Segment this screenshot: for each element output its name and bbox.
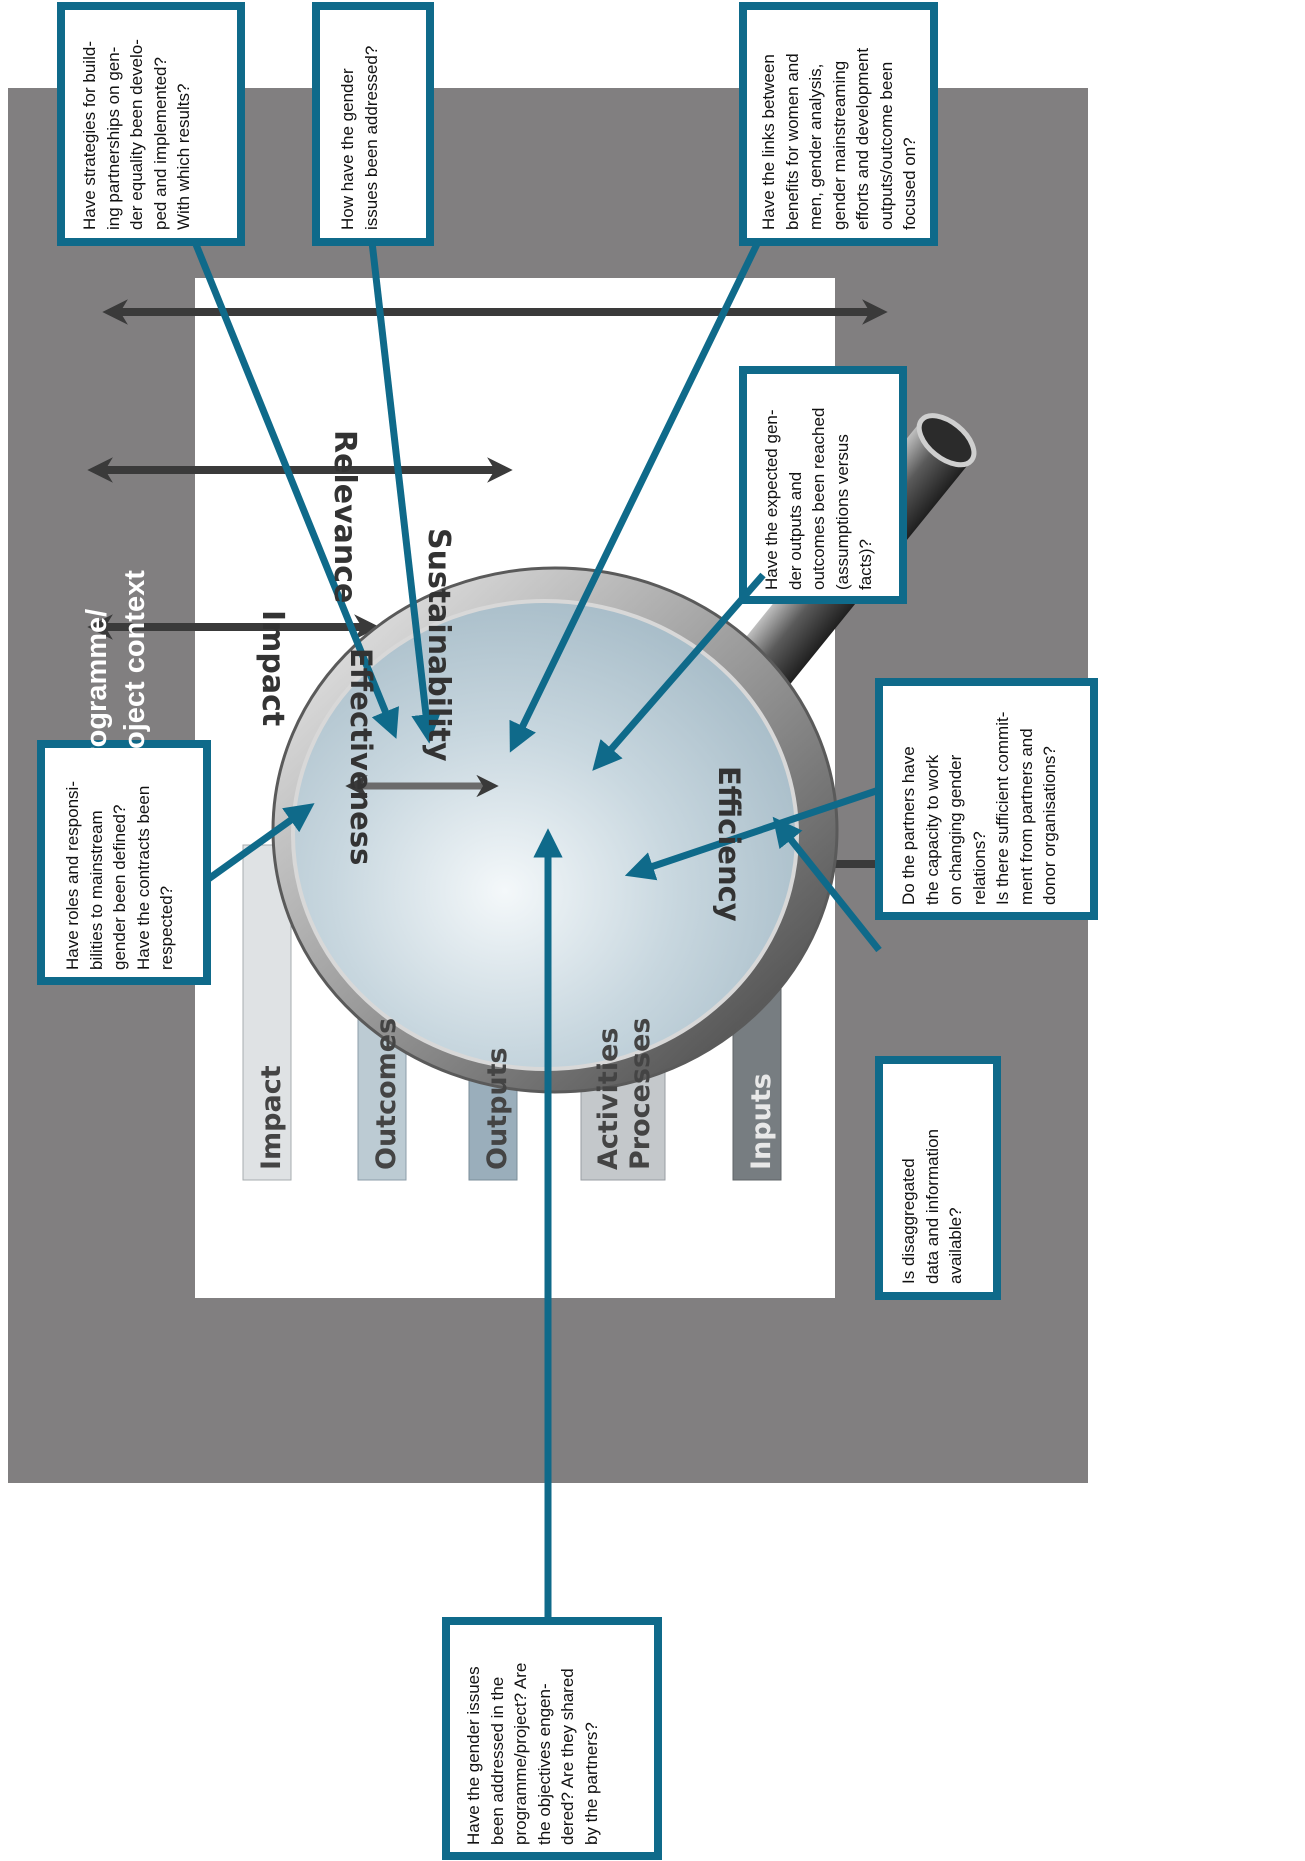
pointer-links: [509, 240, 762, 753]
criterion-efficiency: Efficiency: [712, 766, 746, 922]
question-box-disaggregated: [875, 1056, 1001, 1300]
pointer-capacity: [624, 786, 881, 881]
results-label-impact: Impact: [256, 1065, 287, 1170]
question-box-programme: [442, 1617, 662, 1860]
question-disaggregated: Is disaggregated data and information av…: [899, 1129, 965, 1284]
question-programme: Have the gender issues been addressed in…: [464, 1662, 601, 1845]
question-box-capacity: [875, 678, 1098, 920]
pointer-expected: [592, 572, 766, 771]
question-links: Have the links between benefits for wome…: [759, 47, 919, 230]
context-label: Programme/ project context: [81, 570, 151, 778]
criterion-impact: Impact: [255, 610, 290, 727]
question-gender-issues: How have the gender issues been addresse…: [338, 45, 381, 230]
results-label-inputs: Inputs: [746, 1073, 777, 1170]
results-label-activities: Activities Processes: [593, 1017, 656, 1171]
question-box-roles: [37, 740, 211, 985]
question-capacity: Do the partners have the capacity to wor…: [899, 711, 1059, 905]
pointer-partnerships: [191, 240, 399, 739]
criterion-relevance: Relevance: [327, 430, 362, 604]
pointer-disaggregated: [772, 816, 882, 953]
pointer-gender-issues: [368, 241, 441, 744]
question-partnerships: Have strategies for build- ing partnersh…: [80, 39, 193, 230]
criterion-sustainability: Sustainability: [421, 528, 456, 762]
criterion-effectiveness: Effectiveness: [344, 648, 378, 866]
question-roles: Have roles and responsi- bilities to mai…: [63, 781, 176, 970]
results-label-outcomes: Outcomes: [371, 1017, 402, 1170]
question-box-expected: [739, 366, 907, 604]
question-box-partnerships: [57, 2, 245, 246]
question-box-links: [739, 2, 938, 246]
pointer-roles: [204, 803, 315, 883]
question-expected: Have the expected gen- der outputs and o…: [762, 407, 875, 590]
results-label-outputs: Outputs: [482, 1047, 513, 1170]
